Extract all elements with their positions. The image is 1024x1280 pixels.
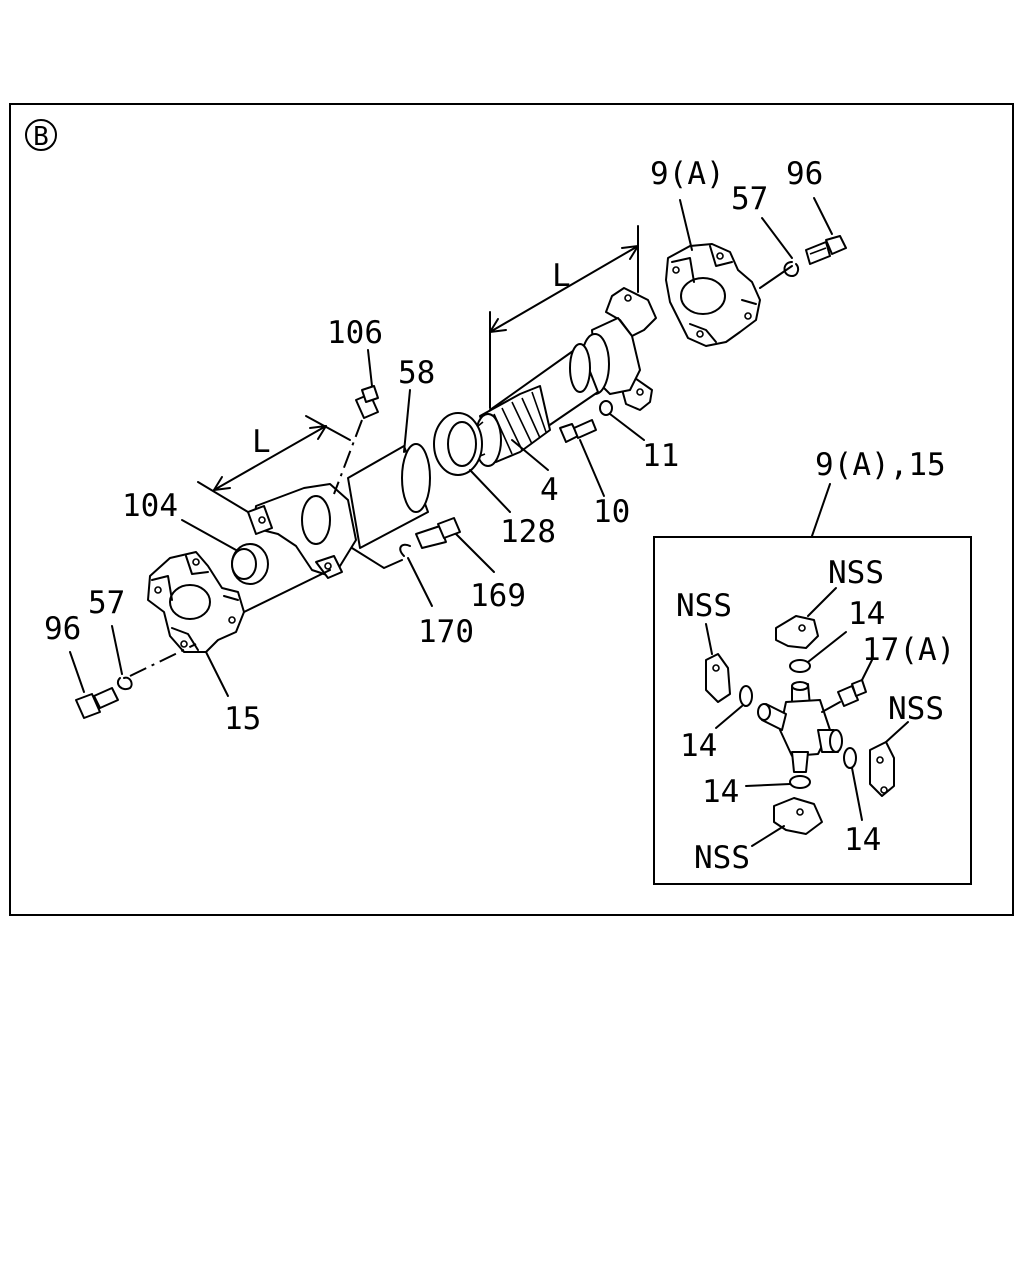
inset-washer-right — [843, 747, 857, 769]
label-96-top: 96 — [786, 156, 823, 192]
section-marker: B — [25, 119, 57, 152]
inset-label-nss-right: NSS — [888, 691, 944, 727]
universal-joint-left — [147, 551, 245, 653]
label-l-top: L — [552, 258, 571, 294]
lock-clip-top — [783, 261, 800, 277]
label-96-left: 96 — [44, 611, 81, 647]
sleeve-yoke-58 — [247, 443, 431, 579]
label-l-left: L — [252, 424, 271, 460]
inset-cap-top — [775, 615, 819, 649]
inset-box — [653, 536, 972, 885]
inset-label-14-right: 14 — [844, 822, 881, 858]
inset-label-nss-top: NSS — [828, 555, 884, 591]
dimension-l-top: L — [489, 225, 639, 409]
label-10: 10 — [593, 494, 630, 530]
bolt-left — [75, 687, 119, 719]
inset-cap-left — [705, 653, 731, 703]
label-15: 15 — [224, 701, 261, 737]
inset-label-14-top: 14 — [848, 596, 885, 632]
lock-clip-left — [116, 676, 133, 690]
inset-grease-fitting — [837, 679, 867, 707]
label-170: 170 — [418, 614, 474, 650]
label-169: 169 — [470, 578, 526, 614]
label-106: 106 — [327, 315, 383, 351]
washer-11 — [599, 400, 613, 416]
grease-nipple-106 — [355, 385, 379, 419]
bolt-169 — [415, 517, 461, 549]
inset-title: 9(A),15 — [815, 447, 946, 483]
inset-washer-bottom — [789, 775, 811, 789]
bolt-10 — [559, 419, 597, 443]
bolt-top — [805, 235, 847, 265]
inset-washer-top — [789, 659, 811, 673]
label-4: 4 — [540, 472, 559, 508]
inset-label-14-mid: 14 — [702, 774, 739, 810]
inset-label-17a: 17(A) — [862, 632, 955, 668]
dimension-l-left: L — [197, 415, 351, 513]
label-57-left: 57 — [88, 585, 125, 621]
label-58: 58 — [398, 355, 435, 391]
label-104: 104 — [122, 488, 178, 524]
label-11: 11 — [642, 438, 679, 474]
inset-cap-right — [869, 741, 895, 797]
seal-128 — [433, 412, 483, 476]
label-57-top: 57 — [731, 181, 768, 217]
inset-cap-bottom — [773, 797, 823, 835]
section-marker-letter: B — [33, 122, 49, 152]
bearing-104 — [231, 543, 269, 585]
clip-170 — [399, 543, 411, 557]
label-9a-top: 9(A) — [650, 156, 725, 192]
inset-cross-spider — [757, 681, 843, 773]
label-128: 128 — [500, 514, 556, 550]
inset-label-nss-bottom: NSS — [694, 840, 750, 876]
universal-joint-top — [665, 243, 761, 347]
diagram-frame — [9, 103, 1014, 916]
slip-yoke-shaft — [474, 287, 657, 467]
inset-label-14-left: 14 — [680, 728, 717, 764]
inset-washer-left — [739, 685, 753, 707]
inset-label-nss-left: NSS — [676, 588, 732, 624]
